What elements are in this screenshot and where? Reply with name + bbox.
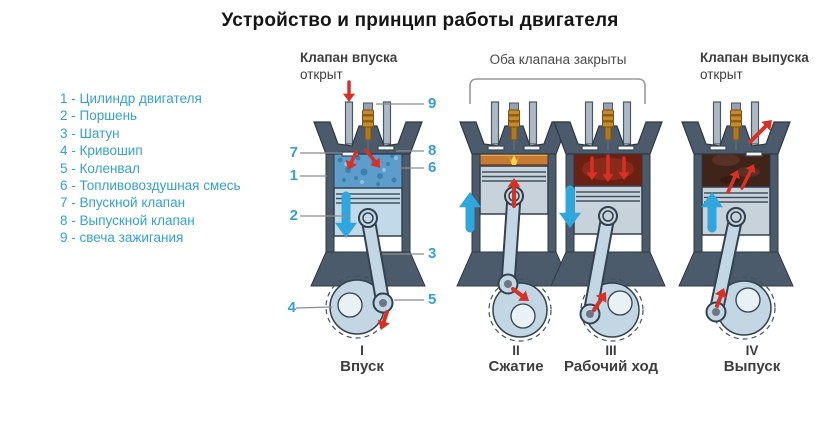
intake-valve (709, 145, 727, 151)
legend-item: 8 - Выпускной клапан (60, 212, 195, 228)
stage-label-intake: I Впуск (292, 343, 432, 375)
valve-state-subtitle: открыт (700, 67, 743, 82)
valve-state-subtitle: открыт (300, 67, 343, 82)
connecting-rod (500, 188, 522, 292)
stage-label-exhaust: IV Выпуск (682, 343, 822, 375)
crankcase-skirt (678, 251, 794, 287)
exhaust-valve (523, 145, 541, 151)
connecting-rod (360, 210, 391, 311)
flow-arrows (342, 80, 380, 170)
piston-motion-arrow (334, 191, 358, 238)
legend-item: 4 - Кривошип (60, 143, 143, 159)
valve-ports (584, 101, 632, 145)
piston-motion-arrow (700, 192, 724, 233)
stage-name: Рабочий ход (564, 358, 658, 375)
engine-stage-intake (310, 80, 426, 339)
piston-pin (358, 208, 378, 228)
crankshaft (488, 278, 552, 342)
valve-state-title: Оба клапана закрыты (489, 52, 627, 67)
intake-valve (581, 145, 599, 151)
connecting-rod (582, 208, 616, 322)
crankcase-skirt (550, 251, 666, 287)
engine-stage-exhaust (678, 101, 794, 340)
stage-label-compression: II Сжатие (446, 343, 586, 375)
valve-state-title: Клапан впуска (300, 50, 398, 65)
combustion-chamber (334, 152, 402, 188)
crankshaft (712, 276, 776, 340)
legend-item: 1 - Цилиндр двигателя (60, 91, 202, 106)
callout-lines (295, 103, 424, 309)
callout-number: 9 (428, 95, 437, 112)
valve-state-intake-open: Клапан впуска открыт (300, 49, 460, 83)
crank-rotation-arrow (592, 292, 607, 312)
valve-state-both-closed: Оба клапана закрыты (470, 51, 646, 68)
stage-numeral: IV (745, 343, 759, 358)
piston-pin (726, 207, 746, 227)
legend-item: 9 - свеча зажигания (60, 230, 184, 246)
piston-motion-arrow (558, 185, 582, 228)
flow-arrows (586, 154, 630, 182)
piston-motion-arrow (458, 192, 482, 233)
stage-numeral: I (360, 343, 364, 358)
crankcase-skirt (310, 251, 426, 287)
legend-item: 5 - Коленвал (60, 160, 140, 176)
callout-number: 7 (289, 144, 298, 161)
valve-ports (712, 101, 760, 145)
legend-item: 6 - Топливовоздушная смесь (60, 178, 241, 194)
callout-number: 1 (289, 167, 298, 184)
crank-rotation-arrow (714, 288, 727, 308)
callout-number: 3 (428, 245, 437, 262)
exhaust-valve (745, 151, 763, 157)
callout-number: 2 (289, 207, 298, 224)
callout-number: 4 (287, 299, 296, 316)
exhaust-valve (377, 145, 395, 151)
stage-numeral: III (605, 343, 617, 358)
crank-rotation-arrow (377, 310, 390, 330)
spark-plug (362, 102, 374, 150)
crank-rotation-arrow (511, 287, 529, 301)
combustion-chamber (702, 152, 770, 187)
engine-stage-compression (456, 101, 572, 342)
legend: 1 - Цилиндр двигателя 2 - Поршень 3 - Ша… (60, 90, 241, 247)
spark-plug (730, 102, 742, 150)
legend-item: 2 - Поршень (60, 108, 138, 124)
stage-name: Впуск (340, 358, 384, 375)
legend-item: 7 - Впускной клапан (60, 195, 186, 211)
spark-flame (508, 154, 520, 165)
intake-valve (487, 145, 505, 151)
engine-stage-power (550, 101, 666, 342)
stage-name: Сжатие (488, 358, 544, 375)
callout-number: 5 (428, 291, 437, 308)
intake-valve (341, 151, 359, 157)
valve-state-exhaust-open: Клапан выпуска открыт (700, 49, 840, 83)
piston-pin (598, 206, 618, 226)
flow-arrows (507, 154, 521, 208)
valve-ports (490, 101, 538, 145)
valve-state-title: Клапан выпуска (700, 50, 809, 65)
stage-name: Выпуск (723, 358, 781, 375)
stage-numeral: II (512, 343, 520, 358)
spark-plug (602, 102, 614, 150)
flow-arrows (726, 120, 772, 194)
exhaust-valve (617, 145, 635, 151)
spark-plug (508, 102, 520, 150)
stage-label-power-stroke: III Рабочий ход (541, 343, 681, 375)
page-title: Устройство и принцип работы двигателя (221, 10, 619, 31)
both-valves-bracket (469, 78, 646, 104)
callout-number: 8 (428, 142, 437, 159)
legend-item: 3 - Шатун (60, 125, 120, 141)
callout-number: 6 (428, 159, 437, 176)
